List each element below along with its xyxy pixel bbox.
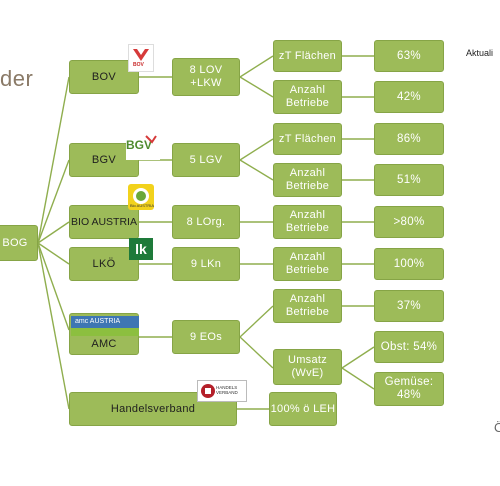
member-node-bgv: 5 LGV	[172, 143, 240, 177]
metric-node: zT Flächen	[273, 123, 342, 155]
bov-logo-icon	[132, 49, 150, 68]
value-label: 86%	[397, 132, 421, 145]
member-node-handelsverband: 100% ö LEH	[269, 392, 337, 426]
metric-node: Anzahl Betriebe	[273, 205, 342, 239]
metric-label: Anzahl Betriebe	[285, 209, 330, 234]
value-node-obst: Obst: 54%	[374, 331, 444, 363]
value-label: Obst: 54%	[380, 340, 438, 353]
metric-label: Anzahl Betriebe	[285, 293, 330, 318]
value-node: 42%	[374, 81, 444, 113]
metric-node: Anzahl Betriebe	[273, 80, 342, 114]
org-label-lko: LKÖ	[92, 257, 116, 270]
org-node-bio-austria: BIO AUSTRIA	[69, 205, 139, 239]
member-node-lko: 9 LKn	[172, 247, 240, 281]
metric-node: Anzahl Betriebe	[273, 163, 342, 197]
root-node-label: BOG	[2, 236, 28, 249]
truncated-corner-text: Ö	[494, 420, 500, 435]
bgv-logo-icon	[145, 135, 157, 144]
root-node-bog: BOG	[0, 225, 38, 261]
metric-label: Anzahl Betriebe	[285, 251, 330, 276]
org-node-handelsverband: Handelsverband	[69, 392, 237, 426]
handelsverband-logo-icon	[201, 384, 215, 398]
handelsverband-logo-text: HANDELS VERBAND	[216, 385, 238, 395]
member-label-handelsverband: 100% ö LEH	[270, 402, 336, 415]
lk-logo: lk	[129, 238, 153, 260]
member-node-bov: 8 LOV +LKW	[172, 58, 240, 96]
value-label: 51%	[397, 173, 421, 186]
metric-label: Anzahl Betriebe	[285, 84, 330, 109]
bov-logo: BOV	[128, 44, 154, 72]
lk-logo-text: lk	[135, 241, 147, 257]
amc-logo-text: amc AUSTRIA	[75, 318, 121, 325]
metric-label: zT Flächen	[278, 132, 337, 145]
bov-logo-text: BOV	[133, 62, 144, 68]
value-label: 100%	[393, 257, 425, 270]
metric-node-umsatz: Umsatz (WvE)	[273, 349, 342, 385]
metric-node: zT Flächen	[273, 40, 342, 72]
value-node: 37%	[374, 290, 444, 322]
bio-austria-logo: Bio AUSTRIA	[128, 184, 154, 210]
value-label: 42%	[397, 90, 421, 103]
member-label-bio-austria: 8 LOrg.	[186, 215, 226, 228]
org-label-bgv: BGV	[91, 153, 117, 166]
member-node-amc: 9 EOs	[172, 320, 240, 354]
bio-austria-logo-icon	[133, 188, 149, 204]
amc-logo: amc AUSTRIA	[71, 316, 139, 336]
value-node: 100%	[374, 248, 444, 280]
member-label-bov: 8 LOV +LKW	[189, 64, 223, 89]
metric-label: Umsatz (WvE)	[287, 354, 328, 379]
handelsverband-logo: HANDELS VERBAND	[197, 380, 247, 402]
member-label-lko: 9 LKn	[190, 257, 222, 270]
member-label-bgv: 5 LGV	[189, 153, 223, 166]
value-node: >80%	[374, 206, 444, 238]
value-node: 51%	[374, 164, 444, 196]
org-label-amc: AMC	[91, 338, 117, 350]
value-node-gemuese: Gemüse: 48%	[374, 372, 444, 406]
value-label: 63%	[397, 49, 421, 62]
metric-label: zT Flächen	[278, 49, 337, 62]
value-label: 37%	[397, 299, 421, 312]
value-label: Gemüse: 48%	[384, 376, 434, 401]
member-label-amc: 9 EOs	[189, 330, 223, 343]
bgv-logo: BGV	[126, 134, 160, 160]
org-label-bio-austria: BIO AUSTRIA	[71, 215, 137, 228]
org-label-handelsverband: Handelsverband	[110, 402, 196, 415]
value-node: 63%	[374, 40, 444, 72]
metric-node: Anzahl Betriebe	[273, 289, 342, 323]
page-title-fragment: der	[0, 66, 34, 91]
value-node: 86%	[374, 123, 444, 155]
bgv-logo-text: BGV	[126, 138, 153, 152]
org-label-bov: BOV	[91, 70, 117, 83]
member-node-bio-austria: 8 LOrg.	[172, 205, 240, 239]
org-node-lko: LKÖ	[69, 247, 139, 281]
metric-label: Anzahl Betriebe	[285, 167, 330, 192]
bio-austria-logo-text: Bio AUSTRIA	[130, 203, 155, 208]
metric-node: Anzahl Betriebe	[273, 247, 342, 281]
value-label: >80%	[393, 215, 425, 228]
org-node-bov: BOV	[69, 60, 139, 94]
truncated-header-text: Aktuali	[466, 48, 494, 58]
